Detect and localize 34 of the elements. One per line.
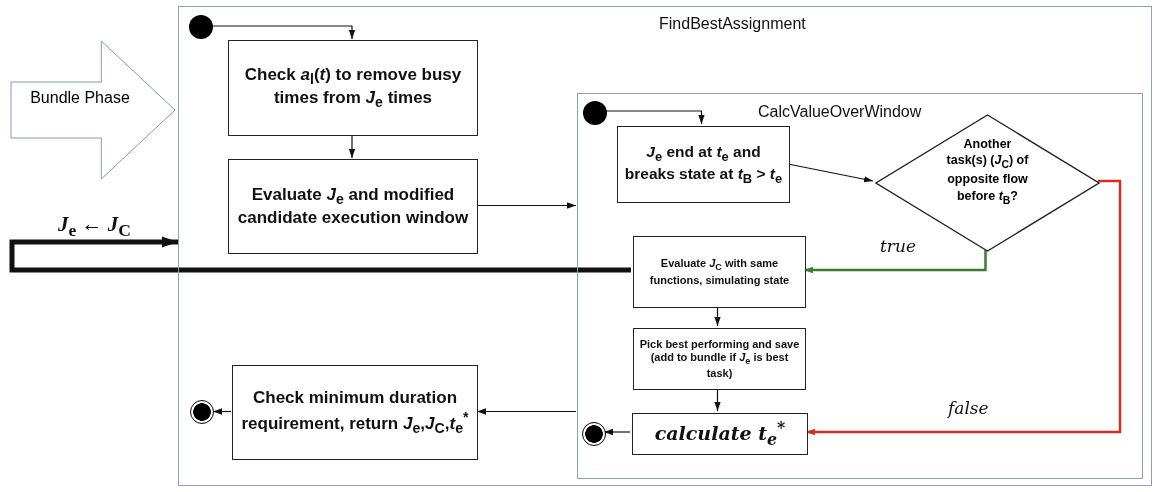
arrow — [806, 179, 1122, 436]
edge-label: J$_{e}$ ← J$_{C}$ — [58, 212, 131, 242]
action-box — [632, 413, 808, 455]
action-text: J$_{e}$ end at t$_{e}$ and breaks state at t$_{B}$ > t$_{e}$ — [623, 142, 784, 187]
arrow — [804, 250, 987, 274]
edge-label: false — [948, 398, 989, 418]
action-box — [633, 328, 806, 390]
feedback-arrow — [9, 236, 631, 273]
arrow — [476, 408, 577, 415]
action-box — [228, 159, 478, 254]
action-box — [617, 126, 790, 203]
arrow — [476, 202, 577, 209]
initial-node — [583, 101, 607, 125]
frame-title: FindBestAssignment — [659, 15, 806, 33]
frame-title: CalcValueOverWindow — [758, 103, 922, 121]
action-text: Pick best performing and save (add to bundle if J$_{e}$ is best task) — [638, 337, 801, 381]
arrow — [348, 134, 356, 159]
decision-text: Another task(s) (J$_{C}$) of opposite flow before t$_{B}$? — [945, 136, 1030, 207]
initial-node — [189, 15, 213, 39]
final-node — [190, 400, 214, 424]
action-box — [232, 365, 478, 460]
final-node — [582, 422, 606, 446]
action-box — [633, 236, 806, 308]
activity-frame — [178, 6, 1152, 486]
arrow — [212, 408, 232, 415]
arrow — [603, 428, 631, 436]
action-box — [228, 40, 478, 136]
phase-label: Bundle Phase — [29, 88, 131, 109]
action-text: Evaluate J$_{C}$ with same functions, simulating state — [648, 257, 791, 287]
edge-label: true — [880, 236, 916, 256]
action-text: Evaluate J$_{e}$ and modified candidate execution window — [236, 184, 470, 229]
action-text: Check a$_{l}$(t) to remove busy times from J$_{e}$ times — [243, 64, 463, 112]
activity-frame — [577, 93, 1143, 479]
arrow — [211, 25, 356, 40]
